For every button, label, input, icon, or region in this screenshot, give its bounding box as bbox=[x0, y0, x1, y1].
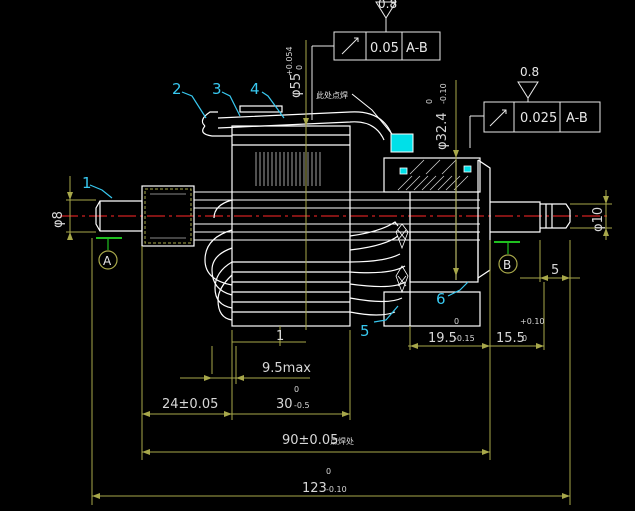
dimension-lines bbox=[66, 40, 612, 505]
dim-90: 90±0.05 bbox=[282, 433, 338, 448]
tolerance-2-value: 0.025 bbox=[520, 111, 557, 126]
callout-6: 6 bbox=[436, 290, 446, 308]
dimension-arrows bbox=[67, 118, 609, 499]
dim-phi10: φ10 bbox=[591, 207, 606, 232]
coil-block bbox=[390, 133, 414, 153]
shaft-right bbox=[490, 201, 571, 233]
roughness-1: 0.8 bbox=[378, 0, 397, 11]
dim-24: 24±0.05 bbox=[162, 397, 218, 412]
tolerance-frame-1 bbox=[311, 1, 441, 120]
datum-b-label: B bbox=[503, 258, 511, 272]
coil-slot-top bbox=[399, 167, 408, 175]
spot-weld-note: 此处点焊 bbox=[316, 90, 348, 100]
dim-123: 123 bbox=[302, 481, 327, 496]
datum-a-label: A bbox=[103, 254, 112, 268]
roughness-2: 0.8 bbox=[520, 65, 539, 79]
dim-19-5: 19.5 bbox=[428, 331, 457, 346]
dim-30: 30 bbox=[276, 397, 293, 412]
tolerance-1-datum: A-B bbox=[406, 41, 428, 56]
callout-3: 3 bbox=[212, 80, 222, 98]
winding-end-turns-right bbox=[349, 221, 406, 316]
dim-15-5: 15.5 bbox=[496, 331, 525, 346]
dim-phi55: φ55 bbox=[289, 73, 304, 98]
spot-weld-leader bbox=[351, 93, 393, 135]
dim-123-lower: -0.10 bbox=[326, 485, 347, 494]
callout-5: 5 bbox=[360, 322, 370, 340]
dim-19-5-lower: -0.15 bbox=[454, 334, 475, 343]
dim-30-upper: 0 bbox=[294, 385, 299, 394]
knurled-hub bbox=[141, 185, 195, 247]
winding-end-turns-left bbox=[204, 199, 233, 321]
callout-leaders bbox=[89, 91, 469, 323]
dim-phi32: φ32.4 bbox=[435, 112, 450, 150]
dim-90-note: 点焊处 bbox=[330, 436, 354, 446]
dim-19-5-upper: 0 bbox=[454, 317, 459, 326]
datum-a-marker bbox=[96, 237, 122, 270]
dim-5: 5 bbox=[551, 263, 559, 278]
commutator-section-hatch bbox=[397, 159, 469, 191]
tolerance-2-datum: A-B bbox=[566, 111, 588, 126]
core-hatching bbox=[255, 152, 321, 186]
dim-phi32-lower: -0.10 bbox=[439, 83, 448, 104]
callout-1: 1 bbox=[82, 174, 92, 192]
datum-b-marker bbox=[494, 241, 520, 274]
dim-phi32-upper: 0 bbox=[425, 99, 434, 104]
dim-9-5max: 9.5max bbox=[262, 361, 311, 376]
dim-phi8: φ8 bbox=[51, 211, 66, 228]
dim-phi55-upper: +0.054 bbox=[285, 46, 294, 76]
dim-1: 1 bbox=[276, 329, 284, 344]
callout-2: 2 bbox=[172, 80, 182, 98]
callout-4: 4 bbox=[250, 80, 260, 98]
knurl-marks bbox=[395, 223, 409, 294]
dim-phi55-lower: 0 bbox=[295, 65, 304, 70]
tolerance-frame-2 bbox=[469, 81, 601, 148]
dim-15-5-lower: 0 bbox=[522, 334, 527, 343]
dim-123-upper: 0 bbox=[326, 467, 331, 476]
dim-30-lower: -0.5 bbox=[294, 401, 310, 410]
dim-15-5-upper: +0.10 bbox=[520, 317, 545, 326]
coil-slot-right bbox=[463, 165, 472, 173]
tolerance-1-value: 0.05 bbox=[370, 41, 399, 56]
armature-core bbox=[231, 125, 351, 327]
